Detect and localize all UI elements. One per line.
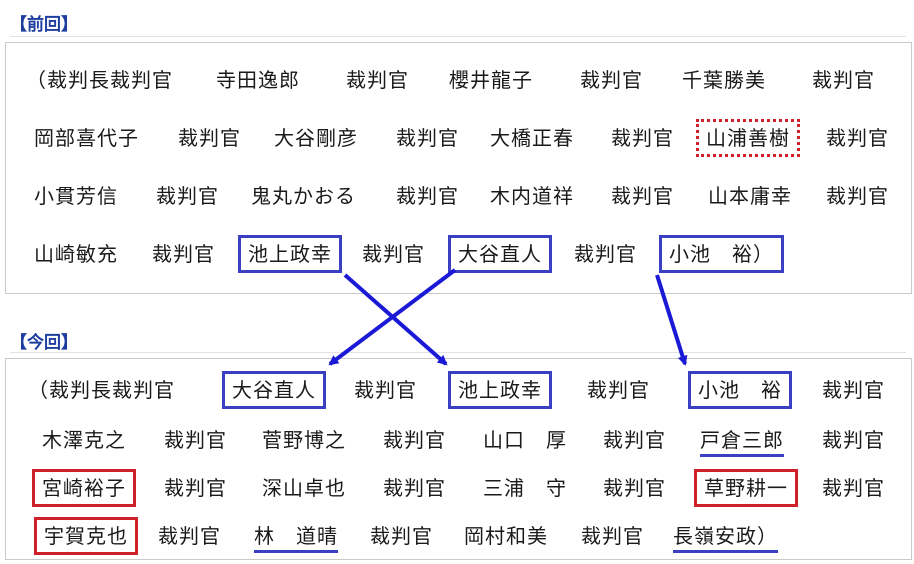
- justice-title: 裁判官: [156, 184, 219, 208]
- justice-title: 裁判官: [383, 428, 446, 452]
- justice-name-underlined: 林 道晴: [254, 523, 338, 553]
- current-heading: 【今回】: [10, 333, 78, 353]
- justice-title: 裁判官: [346, 68, 409, 92]
- justice-name-boxed: 大谷直人: [448, 235, 552, 273]
- justice-name-boxed: 小池 裕）: [659, 235, 784, 273]
- justice-name-boxed: 小池 裕: [688, 371, 792, 409]
- justice-title: 裁判官: [158, 524, 221, 548]
- justice-title: 裁判官: [822, 428, 885, 452]
- justice-title: 裁判官: [603, 428, 666, 452]
- justice-title: 裁判官: [396, 126, 459, 150]
- justice-title: 裁判官: [362, 242, 425, 266]
- previous-heading: 【前回】: [10, 15, 78, 35]
- justice-name: 小貫芳信: [34, 184, 118, 208]
- justice-name: （裁判長裁判官: [28, 378, 175, 402]
- justice-title: 裁判官: [822, 476, 885, 500]
- previous-row-3: 小貫芳信 裁判官 鬼丸かおる 裁判官 木内道祥 裁判官 山本庸幸 裁判官: [6, 176, 911, 216]
- justice-name: 櫻井龍子: [449, 68, 533, 92]
- justice-title: 裁判官: [611, 126, 674, 150]
- previous-row-2: 岡部喜代子 裁判官 大谷剛彦 裁判官 大橋正春 裁判官 山浦善樹 裁判官: [6, 118, 911, 158]
- current-heading-rule: [10, 352, 906, 353]
- justice-name: 深山卓也: [262, 476, 346, 500]
- justice-name-boxed: 大谷直人: [222, 371, 326, 409]
- justice-title: 裁判官: [164, 428, 227, 452]
- justice-title: 裁判官: [370, 524, 433, 548]
- justice-title: 裁判官: [826, 126, 889, 150]
- justice-title: 裁判官: [611, 184, 674, 208]
- justice-title: 裁判官: [580, 68, 643, 92]
- justice-title: 裁判官: [587, 378, 650, 402]
- justice-name-boxed-red: 宇賀克也: [34, 517, 138, 555]
- justice-title: 裁判官: [826, 184, 889, 208]
- previous-heading-rule: [10, 36, 906, 37]
- justice-title: 裁判官: [812, 68, 875, 92]
- justice-name: 大橋正春: [490, 126, 574, 150]
- previous-row-1: （裁判長裁判官 寺田逸郎 裁判官 櫻井龍子 裁判官 千葉勝美 裁判官: [6, 60, 911, 100]
- current-row-2: 木澤克之 裁判官 菅野博之 裁判官 山口 厚 裁判官 戸倉三郎 裁判官: [6, 420, 911, 460]
- justice-name: 岡村和美: [464, 524, 548, 548]
- justice-name: 木内道祥: [490, 184, 574, 208]
- justice-name-boxed: 池上政幸: [448, 371, 552, 409]
- justice-name: 千葉勝美: [682, 68, 766, 92]
- justice-title: 裁判官: [164, 476, 227, 500]
- current-row-1: （裁判長裁判官 大谷直人 裁判官 池上政幸 裁判官 小池 裕 裁判官: [6, 370, 911, 410]
- previous-panel: （裁判長裁判官 寺田逸郎 裁判官 櫻井龍子 裁判官 千葉勝美 裁判官 岡部喜代子…: [5, 42, 912, 294]
- justice-title: 裁判官: [396, 184, 459, 208]
- previous-row-4: 山崎敏充 裁判官 池上政幸 裁判官 大谷直人 裁判官 小池 裕）: [6, 234, 911, 274]
- current-row-3: 宮崎裕子 裁判官 深山卓也 裁判官 三浦 守 裁判官 草野耕一 裁判官: [6, 468, 911, 508]
- justice-title: 裁判官: [574, 242, 637, 266]
- justice-title: 裁判官: [152, 242, 215, 266]
- justice-name-boxed-red: 草野耕一: [694, 469, 798, 507]
- justice-name: 木澤克之: [42, 428, 126, 452]
- justice-title: 裁判官: [383, 476, 446, 500]
- justice-name: 寺田逸郎: [216, 68, 300, 92]
- justice-title: 裁判官: [603, 476, 666, 500]
- justice-name: 山崎敏充: [34, 242, 118, 266]
- justice-name-underlined: 長嶺安政）: [673, 523, 778, 553]
- current-panel: （裁判長裁判官 大谷直人 裁判官 池上政幸 裁判官 小池 裕 裁判官 木澤克之 …: [5, 358, 912, 560]
- justice-name: 大谷剛彦: [274, 126, 358, 150]
- current-row-4: 宇賀克也 裁判官 林 道晴 裁判官 岡村和美 裁判官 長嶺安政）: [6, 516, 911, 556]
- justice-name: 岡部喜代子: [34, 126, 139, 150]
- justice-title: 裁判官: [178, 126, 241, 150]
- justice-name-boxed-red: 宮崎裕子: [32, 469, 136, 507]
- justice-title: 裁判官: [581, 524, 644, 548]
- justice-name: 山口 厚: [483, 428, 567, 452]
- justice-name: 菅野博之: [262, 428, 346, 452]
- justice-name: 鬼丸かおる: [251, 184, 356, 208]
- justice-title: 裁判官: [822, 378, 885, 402]
- justice-name-underlined: 戸倉三郎: [700, 427, 784, 457]
- justice-name: （裁判長裁判官: [26, 68, 173, 92]
- justice-name: 三浦 守: [483, 476, 567, 500]
- justice-name-boxed: 池上政幸: [238, 235, 342, 273]
- justice-name: 山本庸幸: [708, 184, 792, 208]
- departing-justice-highlight: 山浦善樹: [696, 119, 800, 157]
- justice-title: 裁判官: [354, 378, 417, 402]
